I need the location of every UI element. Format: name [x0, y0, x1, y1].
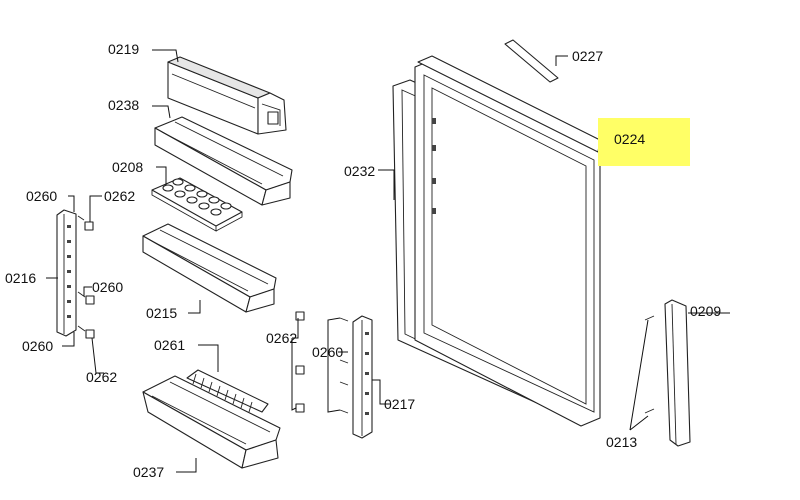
- part-0262-clip-center-2[interactable]: [295, 365, 305, 375]
- label-0232[interactable]: 0232: [344, 163, 375, 179]
- label-0215[interactable]: 0215: [146, 305, 177, 321]
- label-0238[interactable]: 0238: [108, 97, 139, 113]
- part-0237-bottom-shelf[interactable]: [142, 375, 281, 469]
- label-0260-mid[interactable]: 0260: [92, 279, 123, 295]
- label-0260-low[interactable]: 0260: [22, 338, 53, 354]
- part-0262-clip-low-left[interactable]: [85, 329, 95, 339]
- label-0262-center[interactable]: 0262: [266, 330, 297, 346]
- part-0260-screw-low-left[interactable]: [77, 325, 86, 332]
- label-0213[interactable]: 0213: [606, 434, 637, 450]
- part-0260-screws-center[interactable]: [339, 317, 349, 414]
- part-0215-door-shelf[interactable]: [142, 223, 277, 313]
- label-0260-top[interactable]: 0260: [26, 188, 57, 204]
- label-0261[interactable]: 0261: [154, 337, 185, 353]
- door-inner-panel: [414, 59, 601, 427]
- part-0213-screws[interactable]: [644, 315, 655, 414]
- part-0261-divider[interactable]: [186, 369, 269, 413]
- labels: 0219 0238 0208 0260 0262 0216 0260 0215 …: [5, 41, 721, 480]
- label-0227[interactable]: 0227: [572, 48, 603, 64]
- part-0216-left-rail[interactable]: [56, 209, 77, 337]
- part-0209-side-trim[interactable]: [664, 299, 691, 447]
- label-0262-top[interactable]: 0262: [104, 188, 135, 204]
- leader-lines: [46, 49, 730, 473]
- part-0260-screw-top-left[interactable]: [77, 215, 85, 221]
- label-0219[interactable]: 0219: [108, 41, 139, 57]
- label-0217[interactable]: 0217: [384, 396, 415, 412]
- label-0208[interactable]: 0208: [112, 159, 143, 175]
- part-0238-door-shelf[interactable]: [154, 116, 293, 206]
- label-0260-center[interactable]: 0260: [312, 344, 343, 360]
- label-0224[interactable]: 0224: [614, 131, 645, 147]
- part-0219-bottle-shelf[interactable]: [167, 56, 287, 135]
- part-0262-clip-center-3[interactable]: [295, 403, 305, 413]
- label-0262-low[interactable]: 0262: [86, 369, 117, 385]
- part-0262-clip-center-1[interactable]: [295, 311, 305, 321]
- part-0260-screw-mid-left[interactable]: [77, 291, 86, 298]
- part-0262-clip-mid-left[interactable]: [85, 295, 95, 305]
- part-0208-egg-tray[interactable]: [151, 177, 243, 232]
- label-0209[interactable]: 0209: [690, 303, 721, 319]
- part-0262-clip-top-left[interactable]: [84, 221, 94, 231]
- label-0237[interactable]: 0237: [133, 464, 164, 480]
- label-0216[interactable]: 0216: [5, 270, 36, 286]
- part-0227-plate[interactable]: [504, 39, 559, 83]
- highlight-0224-box: [598, 118, 690, 166]
- part-0217-center-rail[interactable]: [352, 315, 373, 439]
